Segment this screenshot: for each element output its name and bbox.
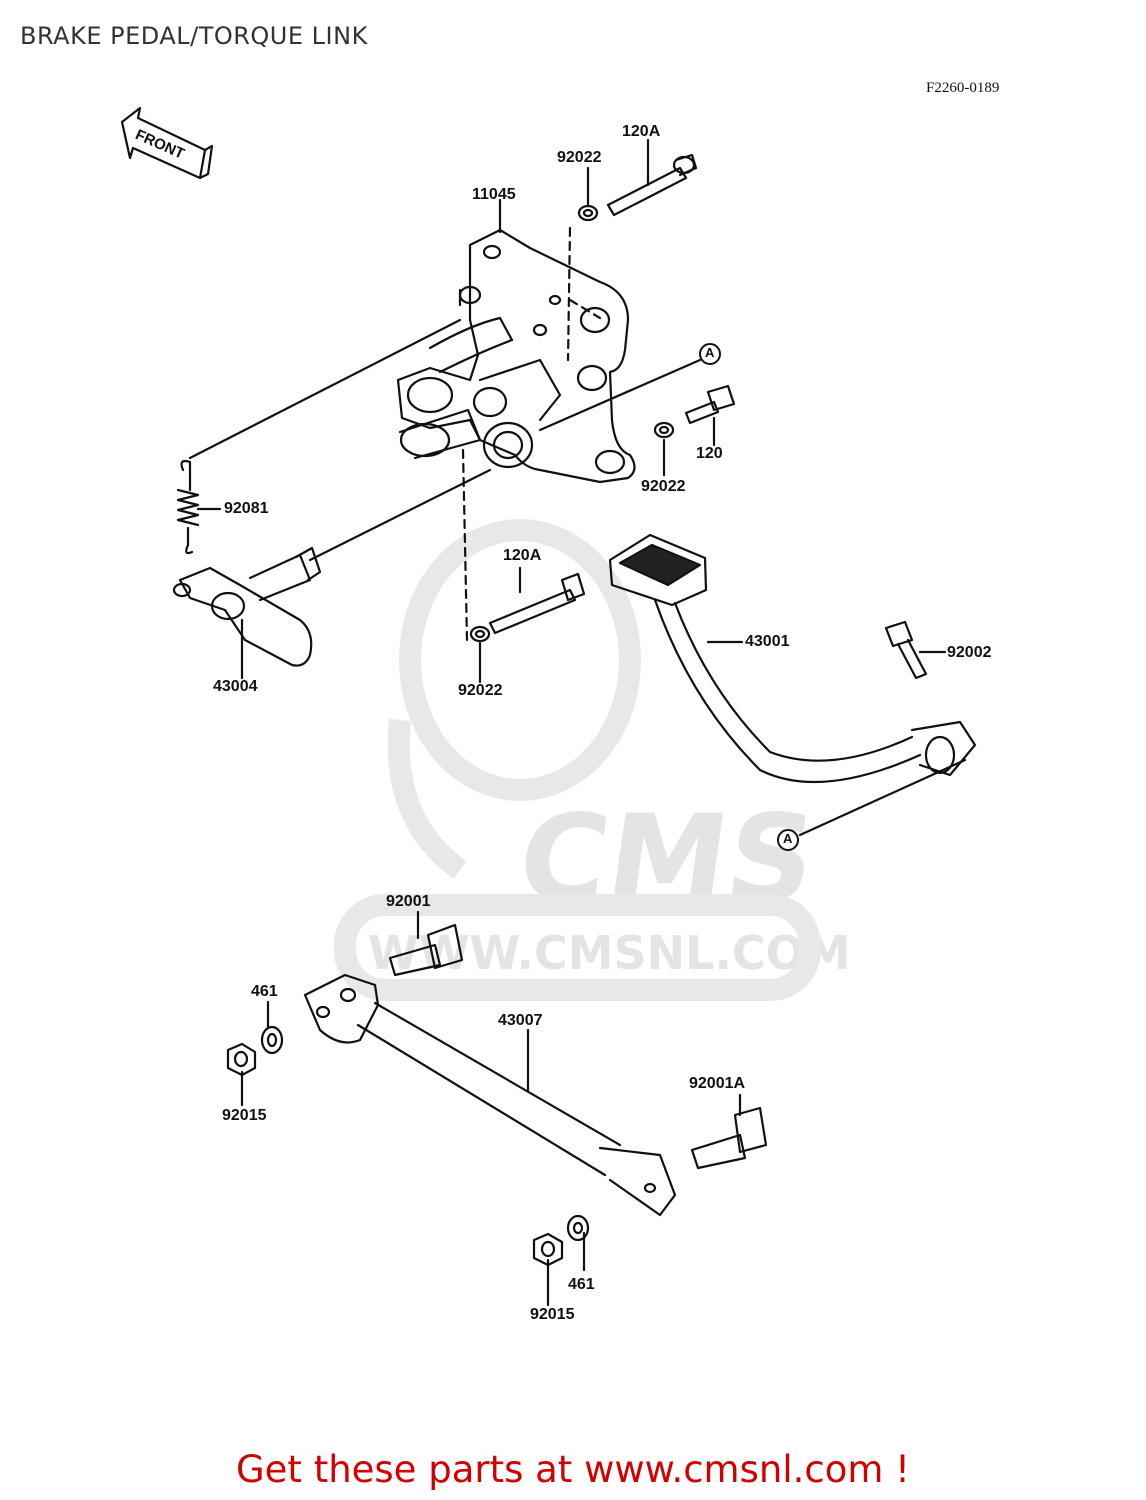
front-arrow-icon [120, 106, 214, 180]
page-title: BRAKE PEDAL/TORQUE LINK [20, 22, 368, 50]
figure-code: F2260-0189 [926, 80, 1000, 96]
torque-link-43007-icon [303, 973, 677, 1217]
pedal-43001-icon [608, 533, 977, 784]
callout-92002: 92002 [947, 644, 992, 661]
callout-120a-top: 120A [622, 123, 661, 140]
spring-92081-icon [176, 459, 200, 555]
callout-43001: 43001 [745, 633, 790, 650]
bracket-11045-icon [396, 228, 636, 484]
callout-92015-bottom: 92015 [530, 1306, 575, 1323]
washer-92022-right-icon [653, 421, 675, 439]
bolt-92002-icon [884, 620, 928, 680]
callout-43004: 43004 [213, 678, 258, 695]
bolt-92001a-icon [690, 1106, 768, 1170]
washer-461-bottom-icon [566, 1214, 590, 1242]
callout-92001a: 92001A [689, 1075, 746, 1092]
callout-92001: 92001 [386, 893, 431, 910]
bolt-120a-mid-icon [488, 572, 586, 635]
shaft-43004-icon [172, 546, 322, 667]
washer-92022-top-icon [577, 204, 599, 222]
callout-92022-right: 92022 [641, 478, 686, 495]
callout-92081: 92081 [224, 500, 269, 517]
watermark-logo [334, 519, 821, 1001]
bolt-92001-icon [388, 923, 464, 977]
callout-11045: 11045 [472, 186, 516, 203]
callout-92015-left: 92015 [222, 1107, 267, 1124]
ref-marker-a-bottom-label: A [783, 831, 793, 846]
nut-92015-left-icon [226, 1042, 257, 1077]
ref-marker-a-bottom-icon [777, 829, 799, 851]
nut-92015-bottom-icon [532, 1232, 564, 1267]
callout-92022-top: 92022 [557, 149, 602, 166]
callout-43007: 43007 [498, 1012, 543, 1029]
washer-461-left-icon [260, 1025, 284, 1055]
cta-link[interactable]: Get these parts at www.cmsnl.com ! [235, 1448, 910, 1491]
callout-120: 120 [696, 445, 723, 462]
watermark-url: WWW.CMSNL.COM [368, 926, 851, 980]
callout-92022-mid: 92022 [458, 682, 503, 699]
ref-marker-a-top-label: A [705, 345, 715, 360]
callout-461-bottom: 461 [568, 1276, 595, 1293]
washer-92022-mid-icon [469, 625, 491, 643]
callout-461-left: 461 [251, 983, 278, 1000]
bolt-120a-top-icon [606, 153, 698, 217]
callout-120a-mid: 120A [503, 547, 542, 564]
bolt-120-icon [684, 384, 736, 425]
ref-marker-a-top-icon [699, 343, 721, 365]
